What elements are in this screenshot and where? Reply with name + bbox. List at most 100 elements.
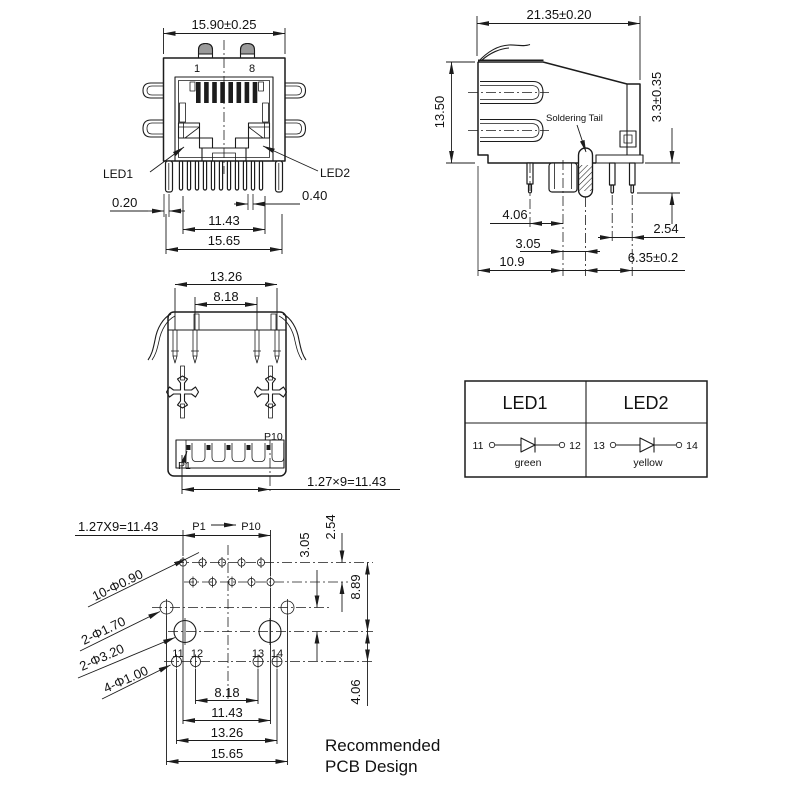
svg-text:15.65: 15.65 xyxy=(208,233,241,248)
svg-text:2.54: 2.54 xyxy=(653,221,678,236)
dim-bottom-outer: 13.26 xyxy=(174,269,278,330)
front-side-tab xyxy=(284,119,307,138)
soldering-tail-label: Soldering Tail xyxy=(546,113,603,124)
rear-pin xyxy=(628,162,636,186)
svg-text:8.18: 8.18 xyxy=(213,289,238,304)
tail-holes xyxy=(159,599,295,616)
svg-text:10.9: 10.9 xyxy=(499,254,524,269)
svg-text:11.43: 11.43 xyxy=(211,705,243,720)
contact-finger xyxy=(468,80,549,105)
svg-text:10-Φ0.90: 10-Φ0.90 xyxy=(90,566,146,603)
side-view: Soldering Tail 21.35±0.20 13.50 3.3±0.35… xyxy=(432,7,685,276)
front-side-tab xyxy=(142,82,164,99)
caption-line1: Recommended xyxy=(325,736,440,755)
svg-text:8.18: 8.18 xyxy=(214,685,239,700)
dim-pcb-cols: 11.43 xyxy=(182,568,271,724)
svg-text:11: 11 xyxy=(473,440,484,452)
bottom-pins xyxy=(171,329,281,364)
p1-label: P1 xyxy=(178,460,191,472)
svg-text:13.26: 13.26 xyxy=(210,269,243,284)
svg-text:14: 14 xyxy=(686,440,698,452)
soldering-tail-shape xyxy=(577,147,594,198)
svg-text:8.89: 8.89 xyxy=(348,574,363,599)
front-side-tab xyxy=(284,82,307,99)
dim-tail-offset: 3.05 xyxy=(515,236,600,254)
svg-text:13: 13 xyxy=(593,440,605,452)
svg-text:15.90±0.25: 15.90±0.25 xyxy=(192,17,257,32)
svg-text:3.05: 3.05 xyxy=(297,532,312,557)
contact-finger xyxy=(468,118,549,143)
led2-color: yellow xyxy=(633,457,663,469)
dim-rear-pitch: 2.54 xyxy=(598,221,685,240)
svg-text:6.35±0.2: 6.35±0.2 xyxy=(628,250,679,265)
dim-pin-protrusion: 3.3±0.35 xyxy=(637,72,680,224)
rear-ledge xyxy=(595,154,644,164)
led2-header: LED2 xyxy=(623,393,668,413)
led1-color: green xyxy=(515,457,542,469)
led2-window xyxy=(247,122,271,139)
pcb-view: 1.27X9=11.43 P1 P10 10-Φ0.90 2-Φ1.70 2-Φ… xyxy=(75,514,373,765)
dim-pcb-pitch: 1.27X9=11.43 P1 P10 xyxy=(75,519,271,576)
led1-circuit: 11 12 green xyxy=(473,437,581,469)
svg-text:4.06: 4.06 xyxy=(348,679,363,704)
svg-text:1.27X9=11.43: 1.27X9=11.43 xyxy=(78,519,158,534)
svg-text:11.43: 11.43 xyxy=(208,213,240,228)
side-body-outline xyxy=(477,59,641,164)
front-view: 1 8 15.90±0.25 LED1 LED2 0.20 0.40 xyxy=(103,17,350,254)
svg-text:21.35±0.20: 21.35±0.20 xyxy=(527,7,592,22)
dim-pcb-row-gap: 2.54 xyxy=(323,514,345,612)
pcb-p1-label: P1 xyxy=(192,521,205,533)
shield-finger-wire xyxy=(477,43,531,63)
pin8-label: 8 xyxy=(249,63,255,75)
jack-contacts xyxy=(189,81,264,103)
front-legs xyxy=(164,160,284,193)
svg-text:13.50: 13.50 xyxy=(432,96,447,129)
dim-pcb-post-row: 8.89 xyxy=(348,562,370,632)
caption: Recommended PCB Design xyxy=(325,736,440,776)
dim-led1-offset: 0.20 xyxy=(110,194,185,217)
shield-wing xyxy=(147,313,172,361)
svg-text:0.40: 0.40 xyxy=(302,188,327,203)
svg-text:4.06: 4.06 xyxy=(502,207,527,222)
caption-line2: PCB Design xyxy=(325,757,418,776)
led1-header: LED1 xyxy=(502,393,547,413)
svg-text:2.54: 2.54 xyxy=(323,514,338,539)
mounting-post-cross xyxy=(253,375,288,409)
dim-bottom-chain: 10.9 6.35±0.2 xyxy=(477,166,685,276)
svg-text:4-Φ1.00: 4-Φ1.00 xyxy=(101,663,150,696)
mounting-post-cross xyxy=(165,375,200,409)
pin1-label: 1 xyxy=(194,63,200,75)
svg-text:1.27×9=11.43: 1.27×9=11.43 xyxy=(307,474,386,489)
dim-pcb-led-inner: 8.18 xyxy=(195,669,259,704)
shield-wing xyxy=(282,313,307,361)
front-side-tab xyxy=(142,119,164,138)
led1-window xyxy=(177,122,201,139)
pcb-pin13: 13 xyxy=(252,648,264,660)
bottom-view: P10 P1 13.26 8.18 1.27×9=11.43 xyxy=(147,269,400,494)
dim-pcb-led-outer: 13.26 xyxy=(176,669,278,744)
dim-front-width: 15.90±0.25 xyxy=(163,17,286,54)
svg-text:12: 12 xyxy=(569,440,581,452)
dim-pcb-tail-span: 15.65 xyxy=(166,616,288,765)
signal-holes-row2 xyxy=(188,576,275,588)
led2-label: LED2 xyxy=(320,166,350,180)
svg-text:3.05: 3.05 xyxy=(515,236,540,251)
dim-side-height: 13.50 xyxy=(432,61,475,164)
svg-text:0.20: 0.20 xyxy=(112,195,137,210)
pcb-pin12: 12 xyxy=(191,648,203,660)
led-table: LED1 LED2 11 12 green 13 14 yellow xyxy=(464,380,708,478)
dim-pcb-tail-gap: 3.05 xyxy=(297,532,320,661)
svg-text:15.65: 15.65 xyxy=(211,746,244,761)
dim-led2-offset: 0.40 xyxy=(234,188,327,210)
dim-pcb-led-row: 4.06 xyxy=(348,631,370,706)
dim-front-pin-span: 11.43 xyxy=(182,196,266,234)
led2-circuit: 13 14 yellow xyxy=(593,437,698,469)
rear-pin xyxy=(608,162,616,186)
dim-side-depth: 21.35±0.20 xyxy=(476,7,641,80)
pcb-p10-label: P10 xyxy=(241,521,261,533)
callout-signal-holes: 10-Φ0.90 xyxy=(87,552,200,608)
dim-front-body-width: 15.65 xyxy=(165,214,283,254)
front-body-outline xyxy=(162,57,286,162)
